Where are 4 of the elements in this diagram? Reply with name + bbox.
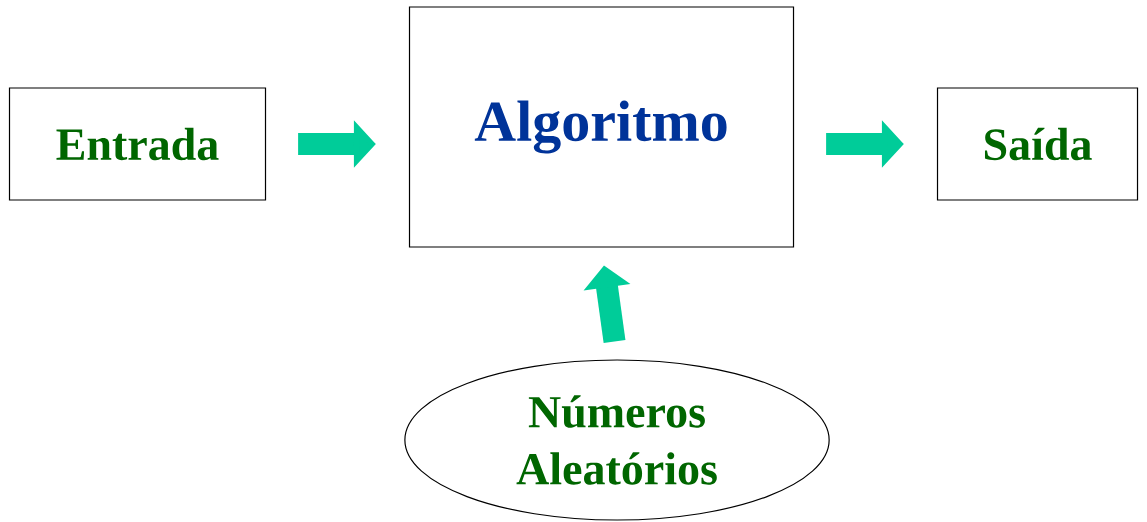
ellipse-node: Números Aleatórios [404,359,830,521]
process-box: Algoritmo [408,6,795,248]
io-box: Entrada [8,87,267,201]
io-box: Saída [936,87,1139,201]
